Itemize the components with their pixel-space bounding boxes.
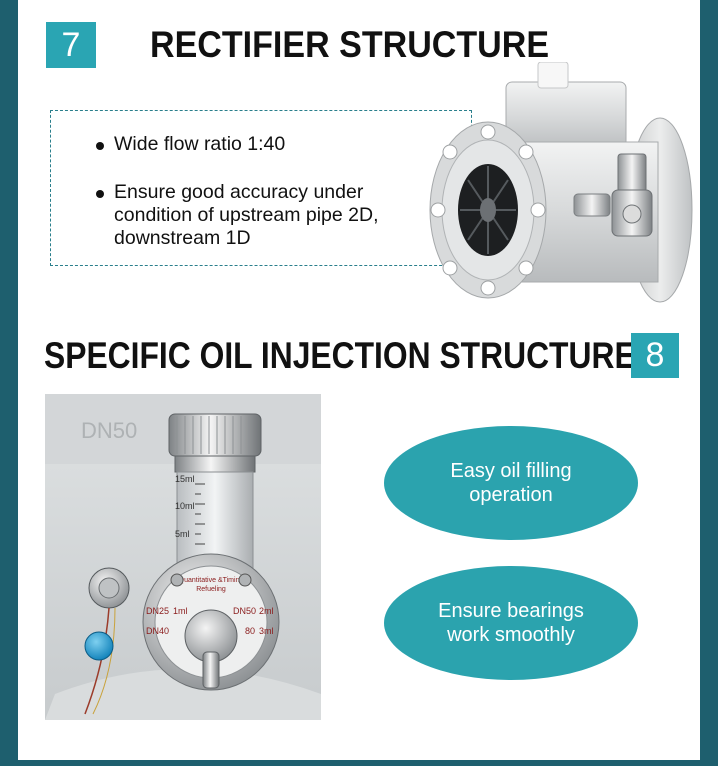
feature-text-line2: operation [469,484,553,506]
plate-label-80: 80 [245,626,255,636]
oil-injector-product-image: DN50 15ml 10ml 5ml Quantitative &Timing … [45,394,321,720]
bullet-item-flow-ratio: Wide flow ratio 1:40 [96,133,426,156]
bullet-text: Wide flow ratio 1:40 [114,133,286,155]
bullet-dot [96,142,104,150]
cast-text: DN50 [81,418,137,443]
bullet-text-line3: downstream 1D [114,227,251,249]
section-number-badge-7: 7 [46,22,96,68]
feature-oval-bearings: Ensure bearings work smoothly [384,566,638,680]
plate-label-2ml: 2ml [259,606,274,616]
plate-label-dn40: DN40 [146,626,169,636]
plate-label-1ml: 1ml [173,606,188,616]
feature-text-line1: Easy oil filling [450,460,572,482]
feature-text-line2: work smoothly [447,624,575,646]
flowmeter-product-image [429,62,693,303]
plate-label-dn25: DN25 [146,606,169,616]
section-title-rectifier: RECTIFIER STRUCTURE [150,24,550,65]
plate-title-2: Refueling [196,586,226,593]
bullet-text-line1: Ensure good accuracy under [114,181,364,203]
feature-text-line1: Ensure bearings [438,600,584,622]
section-number-badge-8: 8 [631,333,679,378]
bullet-dot [96,190,104,198]
section-title-oil-injection: SPECIFIC OIL INJECTION STRUCTURE [44,335,636,376]
scale-label-5ml: 5ml [175,529,190,539]
scale-label-15ml: 15ml [175,474,195,484]
bullet-text-line2: condition of upstream pipe 2D, [114,204,379,226]
plate-label-dn50: DN50 [233,606,256,616]
feature-oval-easy-filling: Easy oil filling operation [384,426,638,540]
scale-label-10ml: 10ml [175,501,195,511]
plate-title-1: Quantitative &Timing [179,577,244,584]
bullet-item-accuracy: Ensure good accuracy under condition of … [96,181,446,250]
plate-label-3ml: 3ml [259,626,274,636]
